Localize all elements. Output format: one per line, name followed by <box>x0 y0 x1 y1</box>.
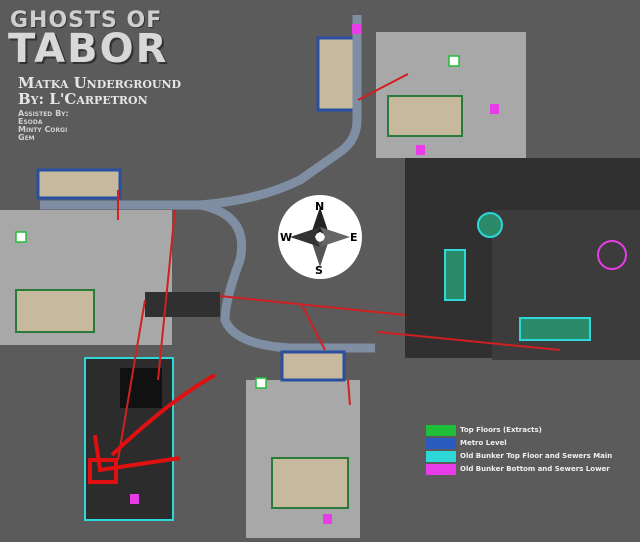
legend-item: Top Floors (Extracts) <box>426 424 612 436</box>
legend-swatch <box>426 437 456 449</box>
compass-south: S <box>315 264 323 277</box>
assisted-heading: Assisted By: <box>18 109 69 118</box>
stairs-down-icon <box>323 514 332 524</box>
building-west <box>15 289 95 333</box>
legend-swatch <box>426 424 456 436</box>
exit-sign-icon <box>255 377 267 389</box>
stairs-down-icon <box>416 145 425 155</box>
assisted-by: Assisted By: Esoda Minty Corgi Gem <box>18 110 69 142</box>
legend-swatch <box>426 463 456 475</box>
assistant-name: Esoda <box>18 117 43 126</box>
legend-item: Metro Level <box>426 437 612 449</box>
legend-item: Old Bunker Bottom and Sewers Lower <box>426 463 612 475</box>
bunker-room <box>120 368 162 408</box>
metro-tunnel-north <box>40 15 362 210</box>
map-author: By: L'Carpetron <box>18 90 148 108</box>
stairs-down-icon <box>130 494 139 504</box>
building-northeast <box>387 95 463 137</box>
map-title: Matka Underground <box>18 74 182 92</box>
logo-top: GHOSTS OF <box>10 8 163 33</box>
compass-east: E <box>350 231 358 244</box>
stairs-down-icon <box>490 104 499 114</box>
connection-lines <box>117 73 561 461</box>
legend-label: Old Bunker Top Floor and Sewers Main <box>460 452 613 460</box>
map-legend: Top Floors (Extracts) Metro Level Old Bu… <box>426 424 612 476</box>
legend-label: Top Floors (Extracts) <box>460 426 542 434</box>
legend-label: Metro Level <box>460 439 507 447</box>
legend-swatch <box>426 450 456 462</box>
sewer-pool <box>444 249 466 301</box>
sewer-junction <box>477 212 503 238</box>
exit-sign-icon <box>448 55 460 67</box>
exit-sign-icon <box>15 231 27 243</box>
compass-north: N <box>315 200 324 213</box>
compass-rose-icon <box>278 195 362 279</box>
sewer-chamber <box>597 240 627 270</box>
compass-west: W <box>280 231 292 244</box>
stairs-down-icon <box>352 24 361 34</box>
metro-tunnel-south <box>199 200 375 353</box>
building-north <box>316 36 358 112</box>
sewer-pool-lower <box>519 317 591 341</box>
corridor-west <box>145 292 220 317</box>
building-south <box>271 457 349 509</box>
red-arrow-icon <box>88 373 216 484</box>
legend-item: Old Bunker Top Floor and Sewers Main <box>426 450 612 462</box>
metro-station-west <box>36 168 122 200</box>
metro-station-south <box>280 350 346 382</box>
logo-bottom: TABOR <box>8 26 169 72</box>
assistant-name: Gem <box>18 133 35 142</box>
legend-label: Old Bunker Bottom and Sewers Lower <box>460 465 610 473</box>
assistant-name: Minty Corgi <box>18 125 68 134</box>
